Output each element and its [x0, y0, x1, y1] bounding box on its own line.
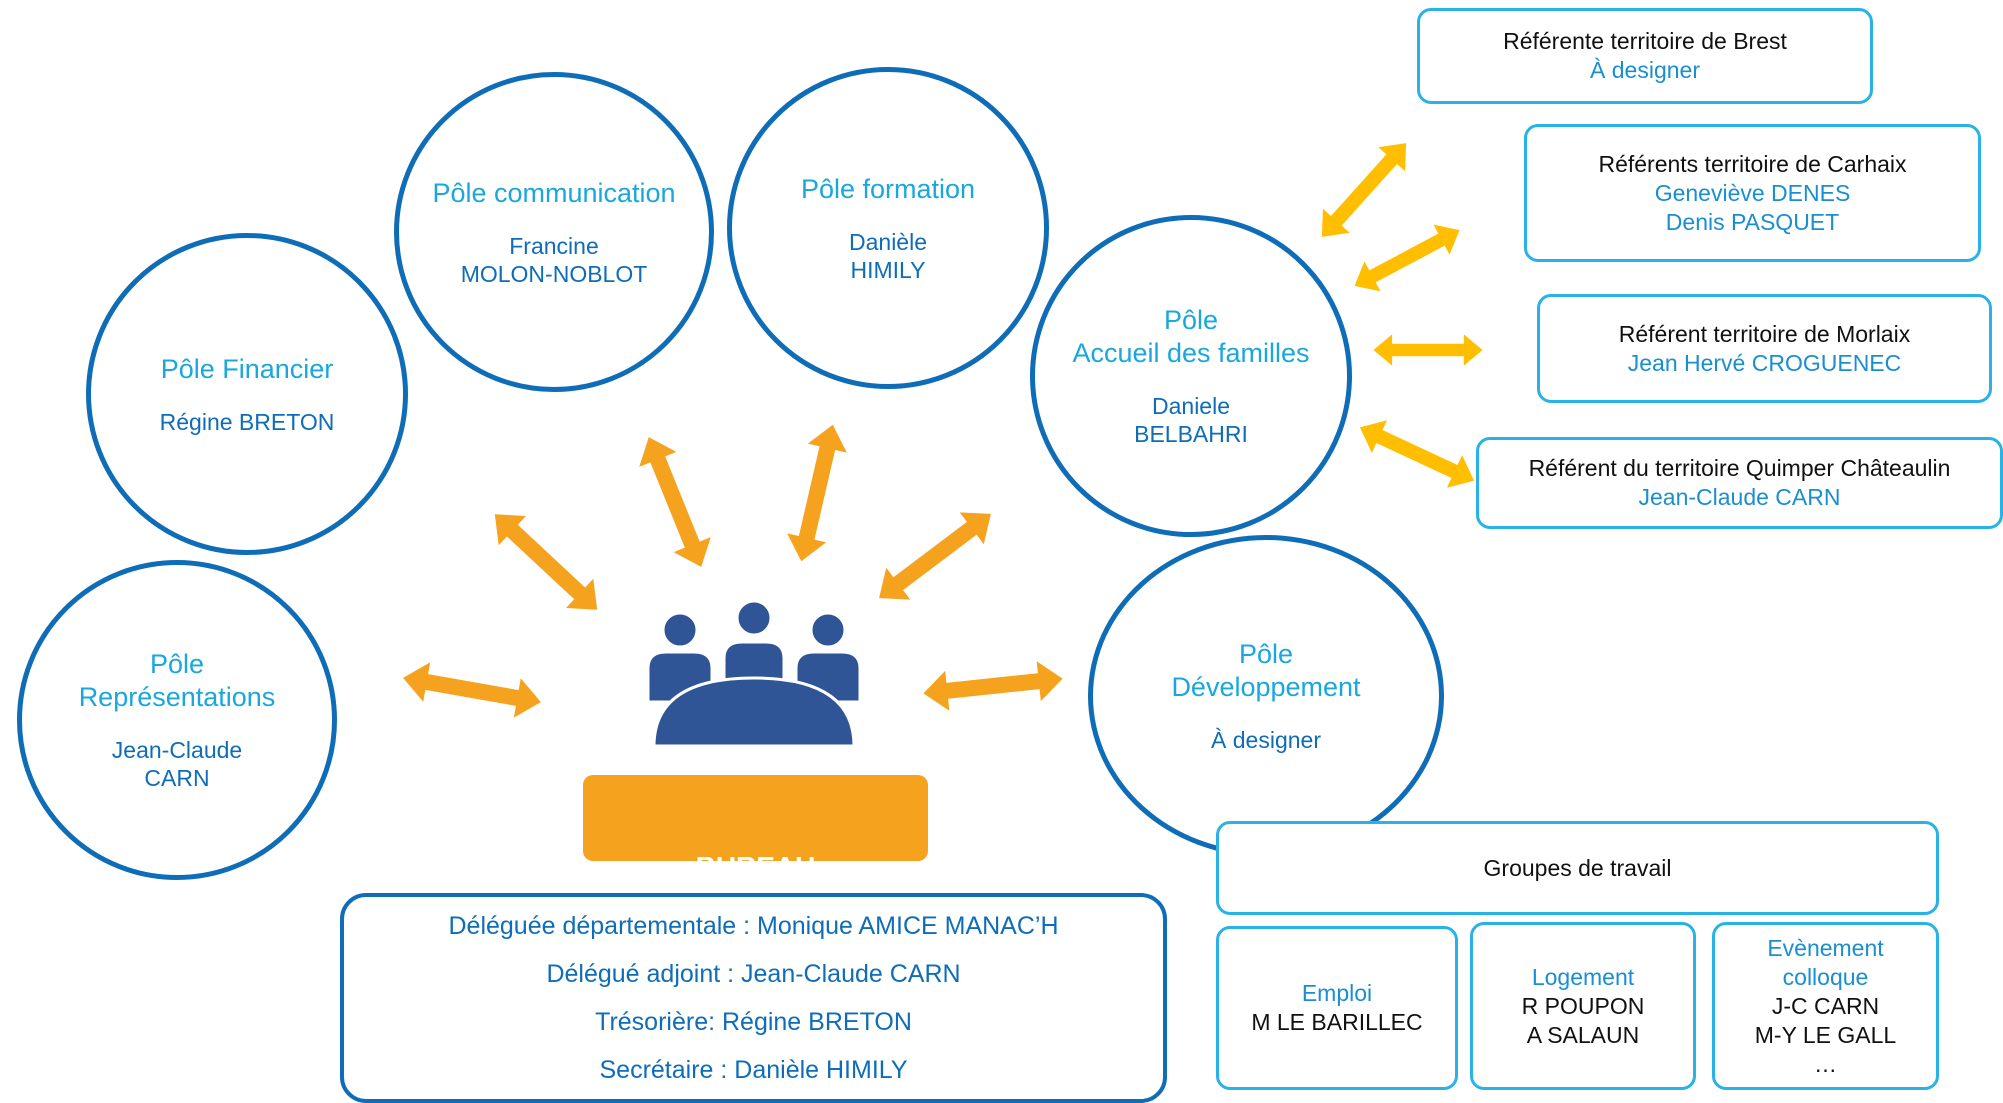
bureau-label: BUREAU — [583, 851, 928, 861]
groupe-member: A SALAUN — [1526, 1021, 1640, 1048]
bureau-member: Trésorière: Régine BRETON — [595, 1008, 912, 1036]
pole-person: BELBAHRI — [1134, 421, 1248, 447]
arrow-referent-quimper — [1352, 411, 1482, 497]
groupe-member: M LE BARILLEC — [1251, 1009, 1423, 1035]
pole-person: Danièle — [849, 228, 927, 255]
referent-title: Référents territoire de Carhaix — [1598, 150, 1907, 177]
pole-title: Accueil des familles — [1072, 338, 1310, 368]
groupes-title: Groupes de travail — [1483, 854, 1672, 881]
pole-person: Régine BRETON — [159, 408, 335, 435]
pole-title: Pôle communication — [432, 177, 676, 208]
referent-title: Référent du territoire Quimper Châteauli… — [1528, 455, 1951, 481]
groupe-label: Logement — [1531, 963, 1635, 990]
arrow-referent-morlaix — [1373, 334, 1483, 366]
arrow-financier — [481, 499, 611, 625]
arrow-communication — [630, 429, 720, 575]
arrow-representations — [399, 658, 545, 722]
pole-title: Pôle — [1238, 639, 1294, 669]
referent-morlaix: Référent territoire de Morlaix Jean Herv… — [1537, 294, 1992, 403]
referent-name: À designer — [1590, 57, 1700, 83]
groupe-label: colloque — [1782, 963, 1869, 990]
bureau-member: Secrétaire : Danièle HIMILY — [599, 1056, 908, 1084]
groupe-logement: Logement R POUPON A SALAUN — [1470, 922, 1696, 1090]
referent-title: Référente territoire de Brest — [1503, 28, 1787, 54]
referent-brest: Référente territoire de Brest À designer — [1417, 8, 1873, 104]
referent-name: Jean Hervé CROGUENEC — [1627, 349, 1902, 376]
bureau-member: Délégué adjoint : Jean-Claude CARN — [546, 960, 961, 988]
pole-title: Représentations — [78, 682, 276, 712]
referent-name: Denis PASQUET — [1665, 208, 1840, 235]
groupe-member: J-C CARN — [1771, 992, 1880, 1019]
meeting-table-icon — [646, 599, 862, 746]
arrow-referent-carhaix — [1346, 215, 1468, 301]
bureau-members-box: Déléguée départementale : Monique AMICE … — [340, 893, 1167, 1103]
pole-person: Francine — [509, 232, 599, 259]
referent-carhaix: Référents territoire de Carhaix Genevièv… — [1524, 124, 1981, 262]
pole-person: À designer — [1211, 727, 1321, 753]
referent-quimper: Référent du territoire Quimper Châteauli… — [1476, 437, 2003, 529]
pole-title: Développement — [1171, 672, 1361, 702]
arrow-developpement — [921, 658, 1065, 714]
pole-person: CARN — [144, 765, 210, 791]
referent-name: Geneviève DENES — [1654, 179, 1851, 206]
pole-title: Pôle Financier — [160, 353, 334, 384]
arrow-formation — [781, 420, 853, 566]
referent-title: Référent territoire de Morlaix — [1618, 320, 1911, 347]
arrow-accueil — [867, 497, 1003, 615]
pole-person: Jean-Claude — [111, 737, 243, 763]
groupe-emploi: Emploi M LE BARILLEC — [1216, 926, 1458, 1090]
arrow-referent-brest — [1308, 131, 1420, 249]
pole-communication: Pôle communication Francine MOLON-NOBLOT — [394, 72, 714, 392]
groupes-title-box: Groupes de travail — [1216, 821, 1939, 915]
pole-title: Pôle — [149, 649, 205, 679]
pole-title: Pôle — [1163, 305, 1219, 335]
groupe-member: … — [1814, 1050, 1837, 1077]
pole-developpement: Pôle Développement À designer — [1088, 535, 1444, 857]
pole-title: Pôle formation — [800, 173, 976, 204]
groupe-label: Evènement — [1767, 934, 1884, 961]
groupe-evenement: Evènement colloque J-C CARN M-Y LE GALL … — [1712, 922, 1939, 1090]
groupe-member: R POUPON — [1521, 992, 1645, 1019]
pole-accueil: Pôle Accueil des familles Daniele BELBAH… — [1030, 215, 1352, 537]
bureau-banner: BUREAU — [583, 775, 928, 861]
pole-formation: Pôle formation Danièle HIMILY — [727, 67, 1049, 389]
pole-person: HIMILY — [850, 256, 926, 283]
pole-financier: Pôle Financier Régine BRETON — [86, 233, 408, 555]
referent-name: Jean-Claude CARN — [1638, 484, 1841, 510]
bureau-member: Déléguée départementale : Monique AMICE … — [448, 912, 1059, 940]
pole-person: MOLON-NOBLOT — [460, 260, 648, 287]
pole-representations: Pôle Représentations Jean-Claude CARN — [17, 560, 337, 880]
pole-person: Daniele — [1152, 393, 1230, 419]
groupe-member: M-Y LE GALL — [1754, 1021, 1897, 1048]
groupe-label: Emploi — [1301, 980, 1373, 1006]
